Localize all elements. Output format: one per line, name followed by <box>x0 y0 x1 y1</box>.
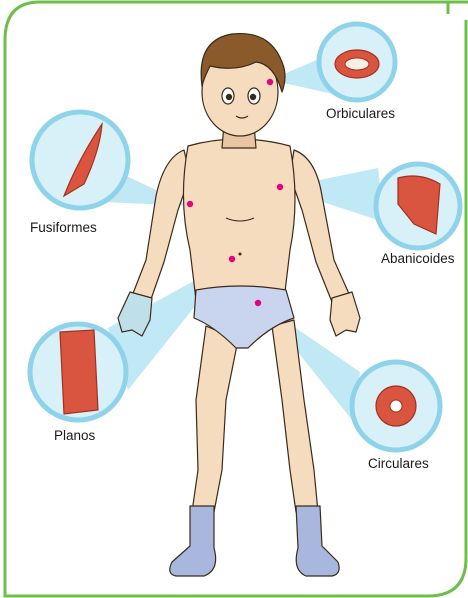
callout-orbiculares <box>319 24 395 100</box>
label-abanicoides: Abanicoides <box>381 251 455 266</box>
callout-planos <box>30 324 126 420</box>
muscle-image <box>376 386 416 426</box>
left-arm <box>132 150 190 302</box>
pointer-dot-icon <box>229 256 235 262</box>
label-orbiculares: Orbiculares <box>326 106 395 121</box>
torso <box>183 139 295 300</box>
muscle-image <box>60 330 98 414</box>
pointer-dot-icon <box>267 79 273 85</box>
pointer-dot-icon <box>187 201 193 207</box>
pointer-dot-icon <box>277 184 283 190</box>
left-sock <box>170 506 216 576</box>
right-hand <box>330 292 360 336</box>
pointer-dot-icon <box>255 300 261 306</box>
right-arm <box>290 150 350 302</box>
label-fusiformes: Fusiformes <box>30 220 97 235</box>
right-sock <box>296 506 339 576</box>
label-planos: Planos <box>54 428 95 443</box>
muscle-image <box>335 50 379 78</box>
label-circulares: Circulares <box>368 456 429 471</box>
callout-circulares <box>352 362 440 450</box>
callout-fusiformes <box>32 112 128 208</box>
left-leg <box>192 326 238 512</box>
callout-abanicoides <box>376 164 460 248</box>
